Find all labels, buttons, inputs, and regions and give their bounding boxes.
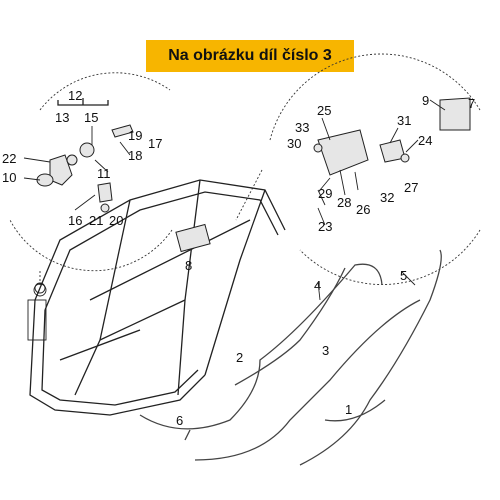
label-8: 8 — [185, 258, 192, 273]
label-20: 20 — [109, 213, 123, 228]
label-18: 18 — [128, 148, 142, 163]
right-callout-circle — [235, 53, 481, 285]
leader-lines — [23, 99, 446, 301]
label-13: 13 — [55, 110, 69, 125]
label-5: 5 — [400, 268, 407, 283]
cable-2 — [139, 263, 383, 430]
cable-6 — [184, 429, 191, 441]
label-23: 23 — [318, 219, 332, 234]
label-26: 26 — [356, 202, 370, 217]
label-28: 28 — [337, 195, 351, 210]
left-callout-parts — [36, 98, 134, 213]
label-11: 11 — [97, 166, 111, 181]
cable-4 — [234, 267, 346, 386]
label-2: 2 — [236, 350, 243, 365]
label-12: 12 — [68, 88, 82, 103]
label-19: 19 — [128, 128, 142, 143]
label-15: 15 — [84, 110, 98, 125]
label-6: 6 — [176, 413, 183, 428]
label-3: 3 — [322, 343, 329, 358]
label-9: 9 — [422, 93, 429, 108]
label-17: 17 — [148, 136, 162, 151]
label-10: 10 — [2, 170, 16, 185]
label-21: 21 — [89, 213, 103, 228]
label-24: 24 — [418, 133, 432, 148]
right-callout-parts — [313, 97, 471, 206]
label-32: 32 — [380, 190, 394, 205]
label-7: 7 — [468, 96, 475, 111]
label-16: 16 — [68, 213, 82, 228]
scooter-frame — [27, 179, 286, 416]
label-1: 1 — [345, 402, 352, 417]
label-25: 25 — [317, 103, 331, 118]
left-callout-anchor — [34, 282, 46, 294]
left-callout-circle — [9, 72, 173, 285]
label-31: 31 — [397, 113, 411, 128]
cable-1 — [324, 399, 386, 422]
label-4: 4 — [314, 278, 321, 293]
label-22: 22 — [2, 151, 16, 166]
cable-5 — [299, 249, 442, 466]
part-8-bracket — [175, 223, 211, 253]
cable-3 — [194, 299, 421, 461]
label-27: 27 — [404, 180, 418, 195]
title-banner: Na obrázku díl číslo 3 — [146, 40, 354, 72]
label-30: 30 — [287, 136, 301, 151]
label-33: 33 — [295, 120, 309, 135]
label-29: 29 — [318, 186, 332, 201]
